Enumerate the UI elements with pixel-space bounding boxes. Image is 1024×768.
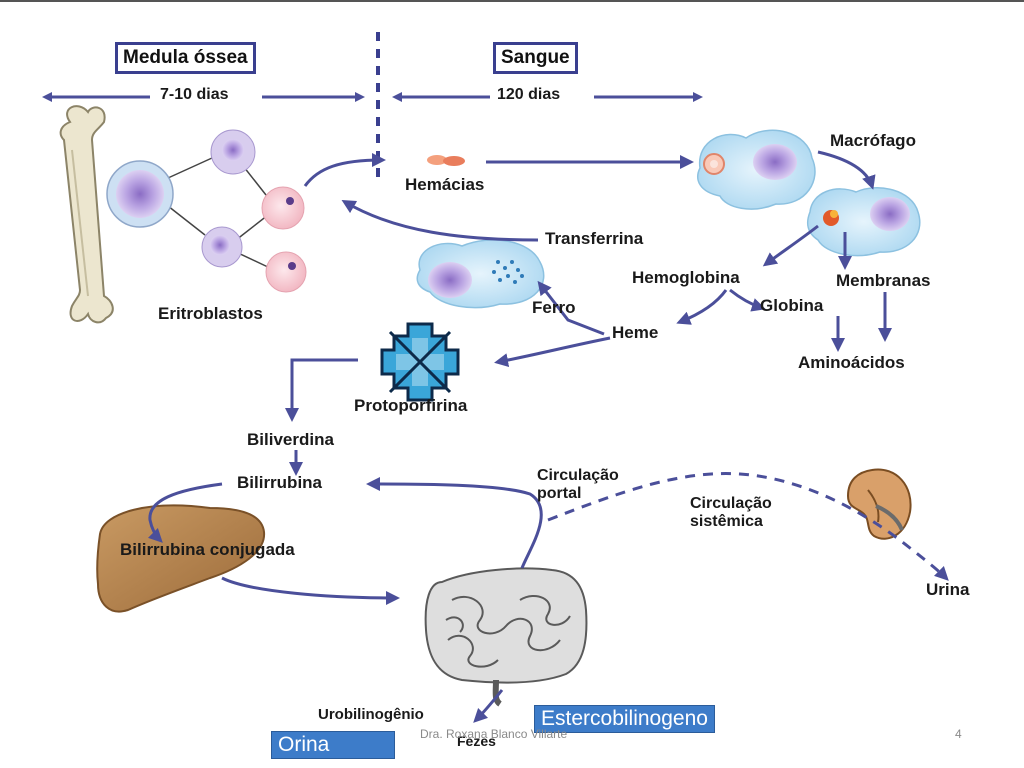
arrow-hemoglobin-to-globin (729, 288, 766, 312)
arrow-heme-to-iron (537, 280, 605, 336)
macrophage-cell-2 (806, 187, 921, 257)
systemic-circulation-label: Circulação sistêmica (690, 495, 772, 531)
intestines-icon (424, 567, 588, 707)
arrow-to-hemoglobin (762, 224, 819, 267)
macrophage-label: Macrófago (830, 131, 916, 150)
stercobilinogen-box: Estercobilinogeno (534, 705, 715, 733)
bilirubin-label: Bilirrubina (237, 473, 323, 492)
globin-label: Globina (760, 296, 824, 315)
arrow-marrow-to-blood (303, 153, 386, 187)
footer-author: Dra. Roxana Blanco Villarte (420, 727, 568, 741)
marrow-duration: 7-10 dias (160, 86, 229, 103)
arrow-protoporphyrin-to-biliverdin (285, 358, 358, 422)
arrow-macrophage-digest (817, 150, 876, 190)
systemic-circulation-line1: Circulação (690, 495, 772, 512)
arrow-portal-circulation (366, 477, 543, 569)
transferrin-label: Transferrina (545, 229, 644, 248)
conjugated-bilirubin-label: Bilirrubina conjugada (120, 540, 295, 559)
macrophage-cell-3 (416, 239, 545, 309)
footer-page-number: 4 (955, 727, 962, 741)
protoporphyrin-label: Protoporfirina (354, 396, 468, 415)
red-blood-cells-icon (427, 155, 465, 166)
erythroblasts-illustration (106, 129, 307, 293)
blood-duration: 120 dias (497, 86, 561, 103)
arrow-systemic-circulation (547, 472, 949, 581)
systemic-circulation-line2: sistêmica (690, 513, 763, 530)
blood-label: Sangue (493, 42, 578, 74)
amino-acids-label: Aminoácidos (798, 353, 905, 372)
portal-circulation-line2: portal (537, 485, 582, 502)
arrow-transferrin-to-marrow (341, 199, 539, 242)
red-cells-label: Hemácias (405, 175, 485, 194)
arrow-intestine-to-feces (473, 689, 504, 723)
hemoglobin-label: Hemoglobina (632, 268, 740, 287)
heme-label: Heme (612, 323, 659, 342)
bone-icon (59, 105, 114, 324)
liver-icon (96, 504, 266, 613)
kidney-icon (846, 468, 912, 540)
urobilinogen-label: Urobilinogênio (318, 706, 424, 723)
iron-label: Ferro (532, 298, 576, 317)
macrophage-cell-1 (697, 129, 816, 210)
portal-circulation-line1: Circulação (537, 467, 619, 484)
arrow-bilirubin-to-liver (147, 482, 223, 543)
feces-label: Fezes (457, 733, 496, 749)
membranes-label: Membranas (836, 271, 931, 290)
arrow-heme-to-protoporphyrin (494, 336, 611, 368)
arrow-hemoglobin-to-heme (676, 289, 728, 325)
biliverdin-label: Biliverdina (247, 430, 334, 449)
erythroblasts-label: Eritroblastos (158, 304, 263, 323)
portal-circulation-label: Circulação portal (537, 467, 619, 503)
urine-es-box: Orina (271, 731, 395, 759)
urine-label: Urina (926, 580, 970, 599)
marrow-label: Medula óssea (115, 42, 256, 74)
arrow-liver-to-intestine (221, 576, 400, 605)
protoporphyrin-icon (380, 322, 460, 402)
